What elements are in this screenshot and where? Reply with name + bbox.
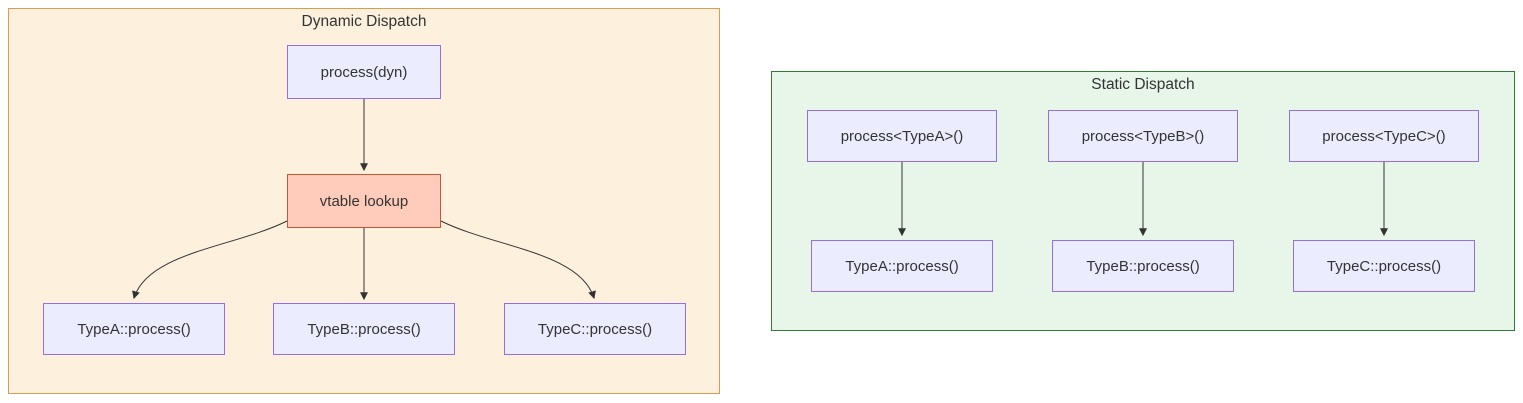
dynamic-dispatch-title: Dynamic Dispatch <box>301 13 427 30</box>
node-dyn-typeb-process: TypeB::process() <box>273 303 455 355</box>
node-dyn-typec-process: TypeC::process() <box>504 303 686 355</box>
node-process-generic-typea: process<TypeA>() <box>807 110 997 162</box>
node-process-generic-typec: process<TypeC>() <box>1289 110 1479 162</box>
static-dispatch-title: Static Dispatch <box>1091 76 1195 93</box>
node-static-typec-process: TypeC::process() <box>1293 240 1475 292</box>
node-static-typea-process: TypeA::process() <box>811 240 993 292</box>
node-dyn-typea-process: TypeA::process() <box>43 303 225 355</box>
node-process-dyn: process(dyn) <box>287 45 441 99</box>
node-vtable-lookup: vtable lookup <box>287 174 441 228</box>
node-static-typeb-process: TypeB::process() <box>1052 240 1234 292</box>
node-process-generic-typeb: process<TypeB>() <box>1048 110 1238 162</box>
